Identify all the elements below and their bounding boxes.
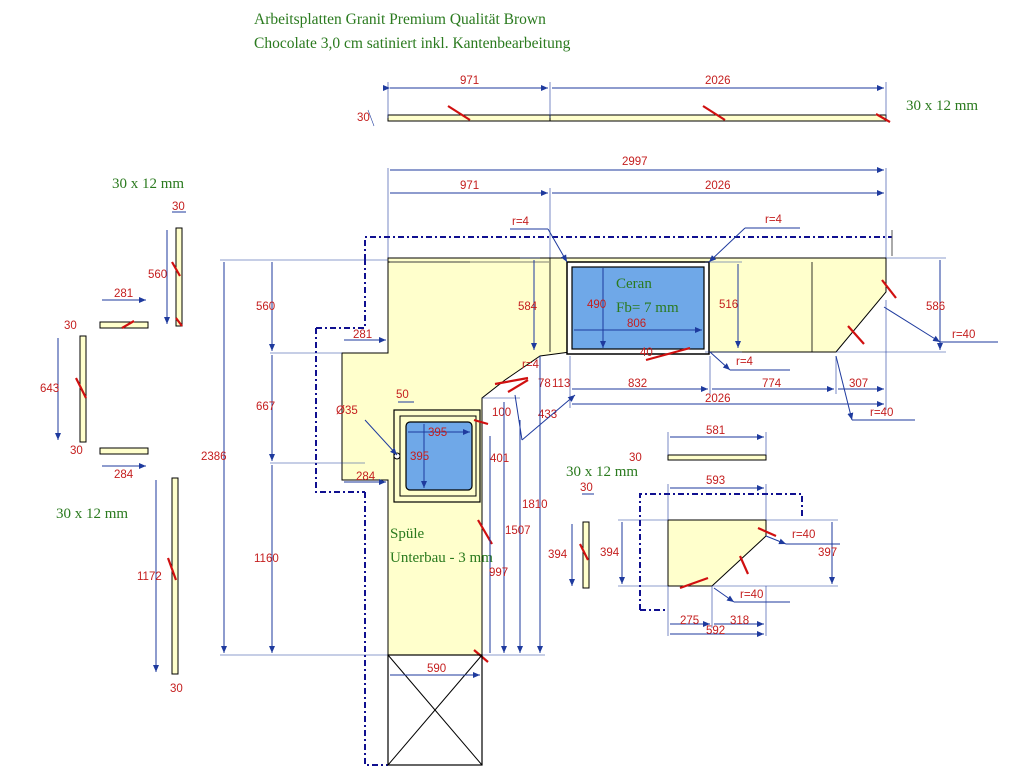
- label-left-top-strip: 30 x 12 mm: [112, 176, 184, 192]
- dim-cooktop-40: 40: [640, 347, 653, 359]
- label-top-strip-size: 30 x 12 mm: [906, 98, 978, 114]
- dim-113: 113: [552, 378, 570, 390]
- strip-left-643: [79, 335, 87, 443]
- dim-ls-30c: 30: [70, 445, 83, 457]
- dim-rs-593: 593: [706, 475, 725, 487]
- dim-r4-right: r=4: [765, 214, 783, 226]
- dim-sink-395-w: 395: [428, 427, 447, 439]
- dim-sink-284: 284: [356, 471, 376, 483]
- dim-depth-586: 586: [926, 301, 945, 313]
- small-piece-wall: [639, 493, 803, 611]
- dim-ls-560: 560: [148, 269, 167, 281]
- dim-rs-581: 581: [706, 425, 725, 437]
- tap-hole: [393, 452, 401, 460]
- label-tap-hole: Ø35: [336, 405, 358, 417]
- dim-cooktop-490: 490: [587, 299, 606, 311]
- dim-r40-corner: r=40: [952, 329, 975, 341]
- title-line-2: Chocolate 3,0 cm satiniert inkl. Kantenb…: [254, 35, 571, 52]
- dim-seg-971: 971: [460, 180, 479, 192]
- sink-mount-label: Unterbau - 3 mm: [390, 550, 493, 566]
- dim-rs-r40b: r=40: [740, 589, 763, 601]
- dim-ls-1172: 1172: [137, 571, 162, 583]
- dim-seg-2026: 2026: [705, 180, 731, 192]
- dim-2026-low: 2026: [705, 393, 731, 405]
- label-right-strip: 30 x 12 mm: [566, 464, 638, 480]
- dim-cooktop-806: 806: [627, 318, 646, 330]
- title-line-1: Arbeitsplatten Granit Premium Qualität B…: [254, 11, 546, 28]
- dim-r4-left: r=4: [512, 216, 530, 228]
- top-strip: [367, 82, 891, 127]
- dim-depth-584: 584: [518, 301, 538, 313]
- dim-rs-r40a: r=40: [792, 529, 815, 541]
- dim-rs-394b: 394: [600, 547, 620, 559]
- dim-total-2997: 2997: [622, 156, 648, 168]
- dim-ls-643: 643: [40, 383, 59, 395]
- dim-rs-318: 318: [730, 615, 749, 627]
- cooktop-gap-label: Fb= 7 mm: [616, 300, 679, 316]
- dim-ls-30d: 30: [170, 683, 183, 695]
- small-piece: [667, 519, 767, 587]
- dim-top-strip-30: 30: [357, 112, 370, 124]
- sink-label: Spüle: [390, 526, 425, 542]
- dim-r4-cooktop: r=4: [736, 356, 754, 368]
- dim-bottom-590: 590: [427, 663, 446, 675]
- dim-rs-30b: 30: [580, 482, 593, 494]
- dim-ls-30b: 30: [64, 320, 77, 332]
- dim-sink-50: 50: [396, 389, 409, 401]
- dim-1810: 1810: [522, 499, 548, 511]
- appliance-box: [387, 654, 483, 766]
- dim-433: 433: [538, 409, 557, 421]
- dim-832: 832: [628, 378, 647, 390]
- dim-r40-right-low: r=40: [870, 407, 893, 419]
- dim-78: 78: [538, 378, 551, 390]
- dim-rs-397: 397: [818, 547, 837, 559]
- dim-rs-394: 394: [548, 549, 568, 561]
- label-left-bottom-strip: 30 x 12 mm: [56, 506, 128, 522]
- strip-right-581: [667, 454, 767, 461]
- dim-left-560: 560: [256, 301, 275, 313]
- dim-997: 997: [489, 567, 508, 579]
- strip-left-284: [99, 447, 149, 455]
- dim-rs-592: 592: [706, 625, 725, 637]
- dim-left-2386: 2386: [201, 451, 227, 463]
- dim-top-strip-2026: 2026: [705, 75, 731, 87]
- dim-774: 774: [762, 378, 782, 390]
- strip-left-560: [175, 227, 183, 327]
- sink-cutout: [405, 421, 473, 491]
- dim-left-1160: 1160: [254, 553, 279, 565]
- dim-401: 401: [490, 453, 509, 465]
- dim-1507: 1507: [505, 525, 531, 537]
- dim-top-strip-971: 971: [460, 75, 479, 87]
- dim-sink-395-h: 395: [410, 451, 429, 463]
- main-top-dimensions: [387, 167, 887, 260]
- dim-r4-inner: r=4: [522, 359, 540, 371]
- left-dimensions: [220, 259, 388, 656]
- cooktop-label: Ceran: [616, 276, 652, 292]
- dim-rs-275: 275: [680, 615, 699, 627]
- dim-ls-281: 281: [114, 288, 133, 300]
- dim-rs-30: 30: [629, 452, 642, 464]
- dim-307: 307: [849, 378, 868, 390]
- dim-ls-30a: 30: [172, 201, 185, 213]
- dim-sink-100: 100: [492, 407, 511, 419]
- cooktop-cutout: [571, 266, 705, 350]
- dim-left-667: 667: [256, 401, 275, 413]
- dim-left-281: 281: [353, 329, 372, 341]
- wall-outline: [315, 236, 892, 766]
- dim-cooktop-516: 516: [719, 299, 738, 311]
- dim-ls-284: 284: [114, 469, 134, 481]
